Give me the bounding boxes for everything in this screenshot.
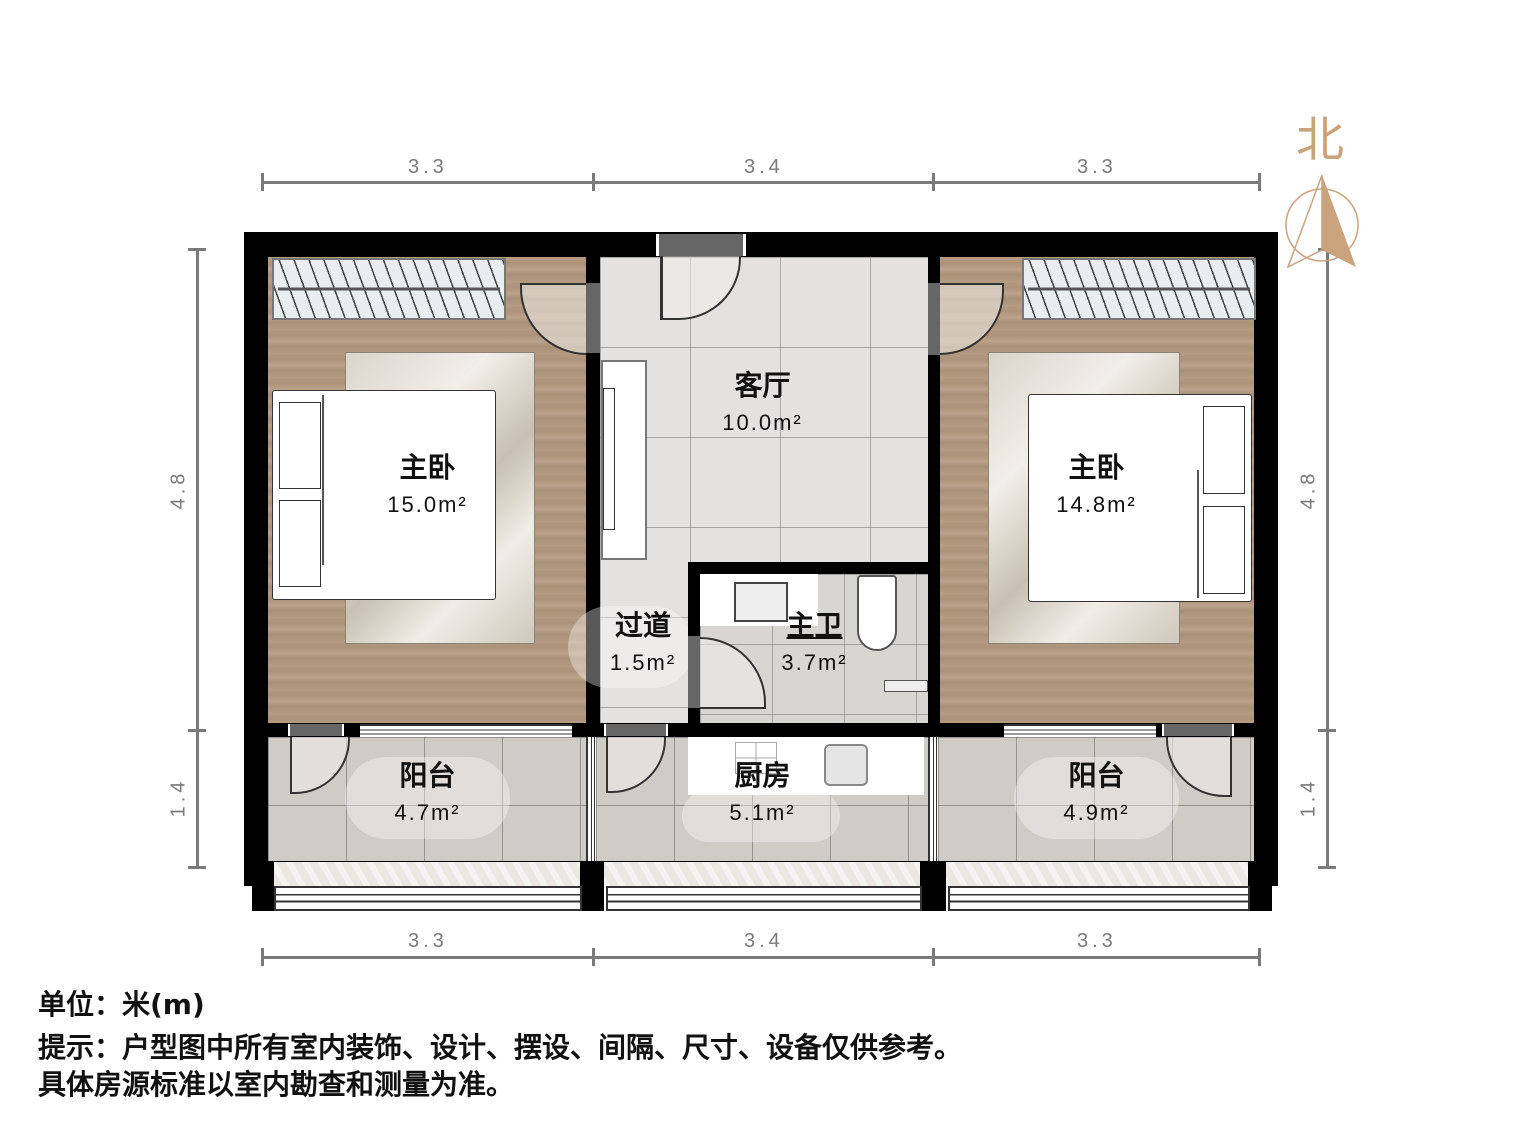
label-area <box>1014 757 1179 839</box>
dimension-label: 1.4 <box>1297 777 1320 818</box>
room-name: 厨房 <box>734 759 791 792</box>
bay-window <box>274 886 582 911</box>
dimension-line <box>262 956 1260 959</box>
door-frame <box>586 283 600 353</box>
pillow <box>279 402 321 489</box>
dimension-tick <box>1258 173 1261 191</box>
compass-label: 北 <box>1296 112 1345 168</box>
kitchen-counter <box>688 737 924 795</box>
dimension-tick <box>188 729 206 732</box>
dimension-label: 4.8 <box>1297 469 1320 510</box>
north-arrow-icon <box>1282 170 1362 270</box>
wall-pillar <box>252 861 274 911</box>
dimension-tick <box>188 866 206 869</box>
dimension-line <box>262 181 1260 184</box>
room-area: 4.9m² <box>1063 800 1130 825</box>
dimension-label: 4.8 <box>167 469 190 510</box>
dimension-label: 3.3 <box>1077 156 1117 178</box>
towel-rack-icon <box>884 680 928 692</box>
unit-note: 单位：米(m) <box>38 988 205 1021</box>
wall-left <box>244 232 268 886</box>
wall-bathroom-top <box>688 562 928 574</box>
disclaimer-line-2: 具体房源标准以室内勘查和测量为准。 <box>38 1068 515 1101</box>
tv <box>603 388 615 530</box>
bay-window <box>606 886 922 911</box>
dimension-label: 3.3 <box>408 156 448 178</box>
dimension-tick <box>592 173 595 191</box>
room-name: 主卧 <box>1068 451 1125 484</box>
wall-pillar <box>580 861 604 911</box>
room-name: 阳台 <box>399 759 456 792</box>
dimension-tick <box>261 173 264 191</box>
room-area: 4.7m² <box>394 800 461 825</box>
pillow <box>1203 406 1245 494</box>
dimension-tick <box>188 248 206 251</box>
dimension-line <box>196 249 199 868</box>
door-frame <box>604 724 668 736</box>
balcony-left-floor <box>268 737 586 861</box>
window <box>360 724 572 740</box>
room-area: 3.7m² <box>781 650 848 675</box>
room-area: 15.0m² <box>387 492 468 517</box>
label-area <box>568 606 694 688</box>
dimension-label: 3.4 <box>744 930 784 952</box>
window-sill <box>946 862 1250 888</box>
bay-window <box>948 886 1250 911</box>
entrance-door-frame <box>656 234 746 256</box>
blanket-edge <box>1197 470 1199 598</box>
room-name: 主卫 <box>786 609 843 642</box>
window <box>1004 724 1156 740</box>
dimension-tick <box>1318 866 1336 869</box>
toilet-icon <box>857 575 897 651</box>
wall-pillar <box>920 861 946 911</box>
kitchen-sink-icon <box>824 744 868 786</box>
dimension-tick <box>1258 948 1261 966</box>
label-area <box>345 757 510 839</box>
wall-partition <box>586 257 600 727</box>
dimension-tick <box>592 948 595 966</box>
room-area: 5.1m² <box>729 800 796 825</box>
dimension-tick <box>1318 729 1336 732</box>
room-name: 客厅 <box>734 369 791 402</box>
dimension-tick <box>932 173 935 191</box>
door-frame <box>1162 724 1234 736</box>
wardrobe <box>272 258 506 320</box>
stove-icon <box>735 742 777 774</box>
dimension-label: 3.3 <box>1077 930 1117 952</box>
dimension-label: 3.4 <box>744 156 784 178</box>
pillow <box>279 500 321 587</box>
window-sill <box>268 862 582 888</box>
room-name: 主卧 <box>399 451 456 484</box>
disclaimer-line-1: 提示：户型图中所有室内装饰、设计、摆设、间隔、尺寸、设备仅供参考。 <box>38 1031 963 1064</box>
dimension-line <box>1326 249 1329 868</box>
door-frame <box>928 283 940 355</box>
dimension-label: 3.3 <box>408 930 448 952</box>
window-sill <box>604 862 922 888</box>
room-name: 阳台 <box>1068 759 1125 792</box>
wall-pillar <box>1248 861 1272 911</box>
blanket-edge <box>322 395 324 565</box>
dimension-tick <box>261 948 264 966</box>
room-area: 14.8m² <box>1056 492 1137 517</box>
wardrobe <box>1022 258 1256 320</box>
wall-top <box>244 232 1278 257</box>
pillow <box>1203 506 1245 594</box>
room-area: 10.0m² <box>722 410 803 435</box>
wall-partition <box>928 257 940 727</box>
wall-right <box>1254 232 1278 886</box>
label-area <box>682 790 840 842</box>
sink-icon <box>734 582 788 622</box>
dimension-tick <box>932 948 935 966</box>
room-area: 1.5m² <box>609 650 677 675</box>
door-frame <box>688 636 700 708</box>
room-name: 过道 <box>614 609 671 642</box>
door-frame <box>288 724 344 736</box>
dimension-label: 1.4 <box>167 777 190 818</box>
